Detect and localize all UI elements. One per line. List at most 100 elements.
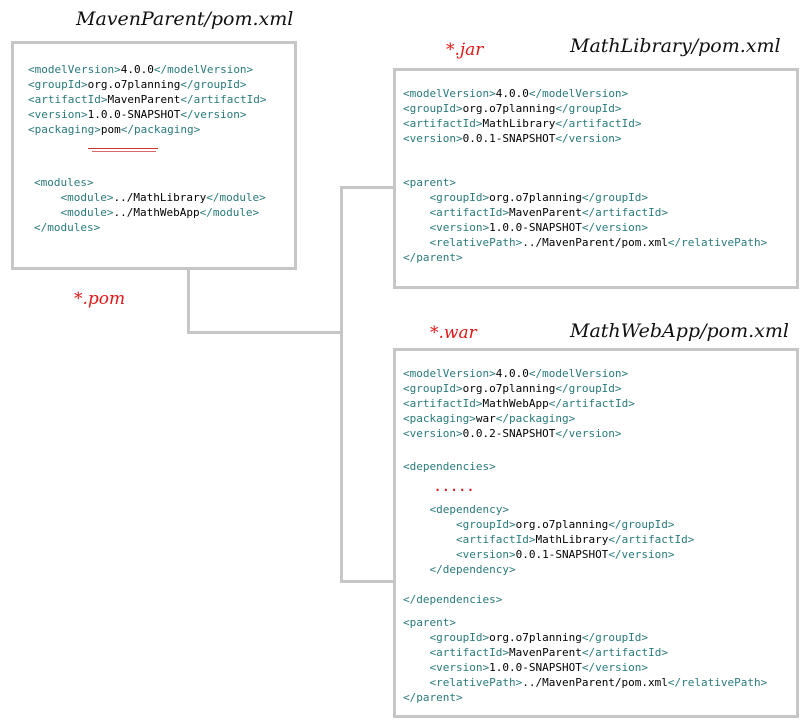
xml-close-tag: </version>	[608, 548, 675, 561]
xml-open-tag: <version>	[429, 221, 490, 234]
xml-element-line: <packaging>pom</packaging>	[28, 122, 266, 137]
xml-close-tag: </version>	[555, 427, 622, 440]
xml-close-tag: </packaging>	[120, 123, 201, 136]
xml-open-tag: <artifactId>	[403, 117, 483, 130]
library-pom-title: MathLibrary/pom.xml	[570, 35, 781, 57]
xml-close-tag: </groupId>	[180, 78, 247, 91]
xml-close-tag: </groupId>	[555, 382, 622, 395]
xml-tag-line: <modules>	[34, 175, 266, 190]
spelling-underline	[88, 148, 158, 149]
xml-value: 4.0.0	[495, 367, 529, 380]
spelling-underline	[92, 151, 156, 152]
xml-open-tag: <module>	[60, 206, 114, 219]
xml-close-tag: </artifactId>	[608, 533, 695, 546]
webapp-pom-dependency: <dependency> <groupId>org.o7planning</gr…	[403, 502, 694, 607]
xml-value: MavenParent	[107, 93, 181, 106]
xml-tag: </dependencies>	[403, 593, 503, 606]
xml-open-tag: <groupId>	[455, 518, 516, 531]
xml-element-line: <relativePath>../MavenParent/pom.xml</re…	[403, 235, 768, 250]
xml-close-tag: </artifactId>	[581, 646, 668, 659]
xml-open-tag: <module>	[60, 191, 114, 204]
xml-open-tag: <artifactId>	[403, 397, 483, 410]
xml-tag-line: <parent>	[403, 175, 767, 190]
xml-value: ../MathLibrary	[113, 191, 207, 204]
webapp-pom-parent: <parent> <groupId>org.o7planning</groupI…	[403, 615, 767, 705]
xml-close-tag: </modelVersion>	[528, 87, 629, 100]
xml-element-line: <artifactId>MathWebApp</artifactId>	[403, 396, 635, 411]
xml-value: org.o7planning	[462, 102, 556, 115]
library-pom-box	[393, 68, 799, 289]
xml-element-line: <module>../MathLibrary</module>	[34, 190, 266, 205]
xml-element-line: <artifactId>MathLibrary</artifactId>	[403, 532, 694, 547]
xml-open-tag: <version>	[429, 661, 490, 674]
xml-open-tag: <groupId>	[403, 102, 463, 115]
library-pom-code: <modelVersion>4.0.0</modelVersion><group…	[403, 86, 641, 146]
xml-value: 1.0.0-SNAPSHOT	[87, 108, 181, 121]
xml-value: 4.0.0	[120, 63, 154, 76]
xml-close-tag: </version>	[581, 661, 649, 674]
xml-tag: <dependency>	[429, 503, 509, 516]
xml-element-line: <modelVersion>4.0.0</modelVersion>	[403, 366, 635, 381]
xml-open-tag: <artifactId>	[455, 533, 536, 546]
xml-close-tag: </module>	[206, 191, 266, 204]
xml-close-tag: </groupId>	[555, 102, 622, 115]
xml-element-line: <version>0.0.2-SNAPSHOT</version>	[403, 426, 635, 441]
xml-value: MathWebApp	[482, 397, 549, 410]
xml-tag-line: </modules>	[34, 220, 266, 235]
xml-value: war	[475, 412, 496, 425]
xml-value: org.o7planning	[87, 78, 181, 91]
xml-tag-line: </parent>	[403, 690, 767, 705]
xml-element-line: <artifactId>MavenParent</artifactId>	[403, 645, 767, 660]
xml-close-tag: </artifactId>	[581, 206, 668, 219]
parent-pom-modules: <modules> <module>../MathLibrary</module…	[34, 175, 266, 235]
xml-open-tag: <artifactId>	[429, 206, 509, 219]
connector-parent-down	[187, 268, 190, 334]
xml-open-tag: <packaging>	[403, 412, 476, 425]
xml-tag: <parent>	[403, 176, 456, 189]
xml-element-line: <version>1.0.0-SNAPSHOT</version>	[28, 107, 266, 122]
xml-value: ../MathWebApp	[113, 206, 200, 219]
xml-open-tag: <groupId>	[403, 382, 463, 395]
xml-tag: </parent>	[403, 691, 463, 704]
xml-open-tag: <packaging>	[28, 123, 101, 136]
xml-close-tag: </version>	[180, 108, 247, 121]
webapp-pom-title: MathWebApp/pom.xml	[570, 320, 789, 342]
xml-tag-line: <parent>	[403, 615, 767, 630]
xml-close-tag: </version>	[581, 221, 649, 234]
xml-close-tag: </artifactId>	[555, 117, 642, 130]
xml-element-line: <modelVersion>4.0.0</modelVersion>	[28, 62, 266, 77]
xml-tag: <modules>	[34, 176, 94, 189]
xml-open-tag: <artifactId>	[429, 646, 509, 659]
xml-close-tag: </relativePath>	[667, 676, 768, 689]
xml-value: 1.0.0-SNAPSHOT	[489, 661, 582, 674]
xml-element-line: <modelVersion>4.0.0</modelVersion>	[403, 86, 641, 101]
xml-element-line: <packaging>war</packaging>	[403, 411, 635, 426]
webapp-pom-dependencies: <dependencies>	[403, 459, 496, 474]
xml-close-tag: </version>	[555, 132, 622, 145]
xml-close-tag: </relativePath>	[667, 236, 768, 249]
xml-element-line: <groupId>org.o7planning</groupId>	[403, 101, 641, 116]
webapp-pom-box	[393, 348, 799, 718]
xml-element-line: <version>1.0.0-SNAPSHOT</version>	[403, 220, 767, 235]
xml-open-tag: <modelVersion>	[403, 87, 496, 100]
webapp-pom-code: <modelVersion>4.0.0</modelVersion><group…	[403, 366, 635, 441]
xml-open-tag: <artifactId>	[28, 93, 108, 106]
xml-element-line: <groupId>org.o7planning</groupId>	[403, 517, 694, 532]
xml-open-tag: <version>	[28, 108, 88, 121]
xml-value: org.o7planning	[489, 631, 582, 644]
connector-to-library	[340, 186, 394, 189]
blank-line	[403, 577, 694, 592]
xml-close-tag: </groupId>	[608, 518, 675, 531]
connector-to-webapp	[340, 580, 394, 583]
xml-open-tag: <groupId>	[429, 631, 490, 644]
xml-value: ../MavenParent/pom.xml	[522, 236, 668, 249]
xml-tag-line: <dependency>	[403, 502, 694, 517]
xml-value: 1.0.0-SNAPSHOT	[489, 221, 582, 234]
parent-pom-title: MavenParent/pom.xml	[76, 8, 294, 30]
parent-pom-box	[11, 41, 297, 270]
xml-open-tag: <groupId>	[28, 78, 88, 91]
xml-tag: </dependency>	[429, 563, 516, 576]
xml-value: MathLibrary	[535, 533, 609, 546]
xml-close-tag: </modelVersion>	[153, 63, 254, 76]
xml-element-line: <groupId>org.o7planning</groupId>	[403, 190, 767, 205]
